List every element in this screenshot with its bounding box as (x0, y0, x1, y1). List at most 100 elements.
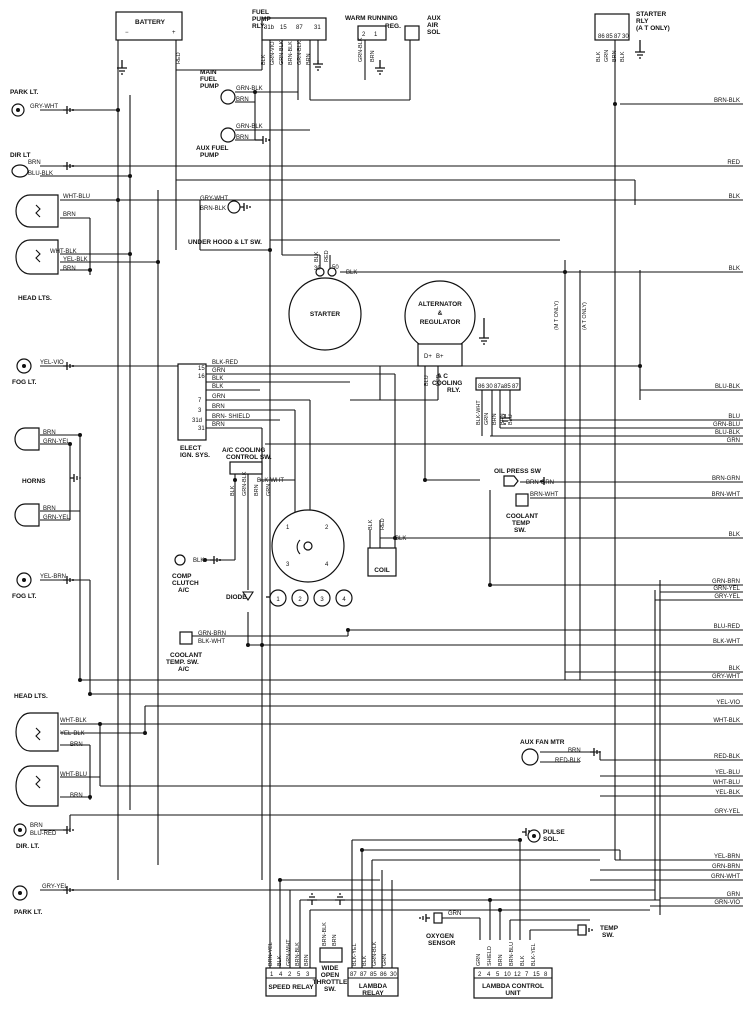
right-edge-wire-label: BRN-GRN (712, 476, 740, 482)
main-fuel-pump: MAIN FUEL PUMP GRN-BLK BRN (200, 69, 263, 105)
svg-text:YEL-BLK: YEL-BLK (63, 257, 88, 263)
right-edge-wire-label: BLU (728, 414, 740, 420)
svg-text:REG.: REG. (385, 23, 401, 30)
svg-text:BLK: BLK (212, 384, 223, 390)
oxygen-sensor: GRN OXYGEN SENSOR (426, 911, 461, 947)
ac-cooling-relay: A C COOLING RLY. 86 30 87a 85 87 (432, 373, 521, 394)
svg-text:GRN-YEL: GRN-YEL (43, 439, 70, 445)
head-lights-lower: HEAD LTS. WHT-BLK YEL-BLK BRN WHT-BLU BR… (14, 693, 87, 807)
starter: STARTER 30 50 BLK (288, 265, 362, 351)
right-edge-wire-label: BLK (729, 666, 740, 672)
vertical-wire-label: BLK (368, 519, 374, 530)
svg-text:GRN: GRN (212, 394, 225, 400)
vertical-wire-label: BRN-BLK (288, 41, 294, 65)
right-edge-wire-label: BLK-WHT (713, 639, 740, 645)
svg-text:YEL-VIO: YEL-VIO (40, 360, 64, 366)
svg-text:AIR: AIR (427, 22, 439, 29)
right-edge-wire-label: GRY-WHT (712, 674, 740, 680)
right-edge-wire-label: BLU-BLK (715, 430, 740, 436)
svg-text:TEMP: TEMP (600, 925, 619, 932)
svg-text:BLK-WHT: BLK-WHT (198, 639, 225, 645)
svg-text:COOLING: COOLING (432, 380, 462, 387)
svg-text:BLK: BLK (395, 536, 406, 542)
right-edge-wire-label: BLK (729, 532, 740, 538)
right-edge-wire-label: GRN (727, 438, 740, 444)
svg-text:FOG LT.: FOG LT. (12, 379, 37, 386)
vertical-wire-label: BLU (508, 414, 514, 425)
svg-text:&: & (438, 310, 443, 317)
fog-lt-upper: FOG LT. YEL-VIO (12, 358, 64, 386)
svg-text:31: 31 (314, 25, 321, 31)
svg-text:BRN-WHT: BRN-WHT (530, 492, 559, 498)
right-edge-wire-label: GRY-YEL (714, 594, 740, 600)
svg-text:RED-BLK: RED-BLK (555, 758, 581, 764)
svg-text:MAIN: MAIN (200, 69, 217, 76)
svg-text:BRN- SHIELD: BRN- SHIELD (212, 414, 251, 420)
svg-text:BRN: BRN (568, 748, 581, 754)
svg-text:87: 87 (614, 34, 621, 40)
svg-text:SENSOR: SENSOR (428, 940, 456, 947)
head-lights-upper: HEAD LTS. WHT-BLU BRN WHT-BLK YEL-BLK BR… (15, 194, 90, 302)
vertical-wire-label: BRN (370, 50, 376, 62)
svg-text:5: 5 (496, 972, 500, 978)
svg-text:WHT-BLU: WHT-BLU (60, 772, 87, 778)
svg-text:BLU-RED: BLU-RED (30, 831, 57, 837)
svg-text:1: 1 (286, 525, 290, 531)
right-edge-wire-label: BLK (729, 266, 740, 272)
vertical-wire-label: GRN (476, 954, 482, 966)
svg-text:FOG LT.: FOG LT. (12, 593, 37, 600)
right-edge-wire-label: RED-BLK (714, 754, 740, 760)
svg-text:BATTERY: BATTERY (135, 19, 166, 26)
vertical-wire-label: GRN (266, 484, 272, 496)
svg-text:BRN: BRN (70, 742, 83, 748)
svg-text:ELECT: ELECT (180, 445, 201, 452)
lambda-relay: 87 87 85 86 30 LAMBDA RELAY (347, 967, 399, 997)
svg-text:BRN: BRN (43, 430, 56, 436)
vertical-wire-label: GRN-BLK (242, 471, 248, 496)
svg-text:FUEL: FUEL (200, 76, 217, 83)
vertical-wire-label: RED (324, 250, 330, 262)
svg-text:BLK: BLK (346, 270, 357, 276)
svg-text:WIDE: WIDE (322, 965, 340, 972)
vertical-wire-label: BLK-WHT (476, 400, 482, 425)
svg-text:30: 30 (622, 34, 629, 40)
svg-text:1: 1 (276, 597, 280, 603)
svg-text:10: 10 (504, 972, 511, 978)
svg-text:FUEL: FUEL (252, 9, 269, 16)
vertical-wire-label: BLK-YEL (352, 943, 358, 966)
alternator: ALTERNATOR & REGULATOR D+ B+ (404, 280, 476, 367)
svg-text:BLU-BLK: BLU-BLK (28, 171, 53, 177)
svg-text:BRN: BRN (63, 266, 76, 272)
vertical-wire-label: BLK (362, 955, 368, 966)
misc-labels: RED BLU RED (M T ONLY) (A T ONLY) (176, 52, 588, 386)
elect-ign-sys: 15 16 7 3 31d 31 ELECT IGN. SYS. BLK-RED… (177, 360, 251, 459)
svg-text:SW.: SW. (514, 527, 526, 534)
vertical-wire-label: BRN (500, 413, 506, 425)
svg-text:BRN: BRN (28, 160, 41, 166)
svg-text:DIR LT: DIR LT (10, 152, 30, 159)
vertical-wire-label: BLK (620, 51, 626, 62)
svg-text:OXYGEN: OXYGEN (426, 933, 454, 940)
svg-text:B+: B+ (436, 354, 444, 360)
svg-text:2: 2 (325, 525, 329, 531)
svg-text:(M T ONLY): (M T ONLY) (554, 301, 560, 330)
dir-lt-upper: DIR LT BRN BLU-BLK (10, 152, 53, 178)
svg-text:PULSE: PULSE (543, 829, 565, 836)
coolant-temp-sw-ac: GRN-BRN BLK-WHT COOLANT TEMP. SW. A/C (166, 631, 226, 673)
svg-text:HORNS: HORNS (22, 478, 46, 485)
svg-text:31d: 31d (192, 418, 202, 424)
svg-text:BRN-GRN: BRN-GRN (526, 480, 554, 486)
temp-sw: TEMP SW. (577, 924, 619, 939)
svg-text:LAMBDA: LAMBDA (359, 983, 387, 990)
svg-text:BLK: BLK (212, 376, 223, 382)
svg-text:30: 30 (390, 972, 397, 978)
junctions (68, 90, 642, 912)
right-edge-wire-label: BLU-RED (714, 624, 741, 630)
svg-text:1: 1 (374, 32, 378, 38)
cylinders: 1 2 3 4 (269, 589, 353, 607)
svg-text:RED: RED (176, 52, 182, 64)
svg-text:CONTROL SW.: CONTROL SW. (226, 454, 272, 461)
svg-text:BLK: BLK (193, 558, 204, 564)
svg-text:DIODE: DIODE (226, 594, 247, 601)
svg-text:UNDER HOOD & LT SW.: UNDER HOOD & LT SW. (188, 239, 262, 246)
